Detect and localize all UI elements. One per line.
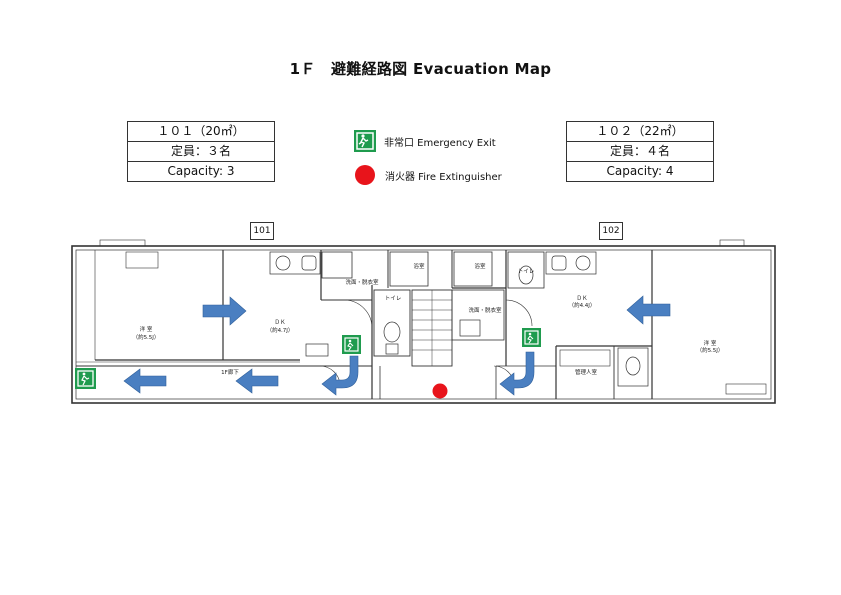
evac-arrow-curve-left — [321, 355, 359, 396]
label-dk-right: ＤＫ — [576, 295, 587, 302]
evac-arrow-right-left-unit — [202, 296, 247, 326]
unit-101-capacity-en: Capacity: 3 — [167, 164, 235, 178]
unit-102-info-box: １０２（22㎡） 定員：４名 Capacity: 4 — [566, 121, 714, 182]
exit-sign-corridor — [75, 368, 96, 389]
label-western-room-right-size: （約5.5J） — [697, 346, 724, 354]
label-bath-right: 浴室 — [474, 262, 486, 270]
label-western-room-left: 洋 室 — [140, 325, 153, 333]
label-corridor: 1F廊下 — [221, 368, 239, 376]
room-tag-102: 102 — [599, 222, 623, 240]
label-dk-right-size: （約4.4J） — [569, 301, 596, 309]
fire-extinguisher-icon — [355, 165, 375, 185]
exit-sign-unit-101 — [342, 335, 361, 354]
unit-101-info-box: １０１（20㎡） 定員：３名 Capacity: 3 — [127, 121, 275, 182]
unit-102-capacity-jp: 定員：４名 — [567, 142, 713, 162]
legend-exit-label: 非常口 Emergency Exit — [384, 137, 496, 149]
label-washroom-left: 洗面・脱衣室 — [345, 278, 379, 286]
unit-101-number: １０１（20㎡） — [128, 122, 274, 142]
evac-arrow-corridor-2 — [235, 368, 279, 394]
fire-extinguisher-marker — [432, 383, 448, 399]
legend-extinguisher-label: 消火器 Fire Extinguisher — [385, 171, 502, 183]
label-management-room: 管理人室 — [575, 368, 598, 376]
emergency-exit-icon — [354, 130, 376, 152]
label-bath-left: 浴室 — [413, 262, 425, 270]
label-dk-left: ＤＫ — [274, 319, 285, 326]
legend-exit: 非常口 Emergency Exit — [354, 130, 496, 152]
building-outline — [71, 245, 776, 404]
unit-102-number: １０２（22㎡） — [567, 122, 713, 142]
label-western-room-left-size: （約5.5J） — [133, 333, 160, 341]
evac-arrow-corridor-1 — [123, 368, 167, 394]
label-toilet-right: トイレ — [518, 269, 535, 275]
unit-101-capacity-jp: 定員：３名 — [128, 142, 274, 162]
page-title: 1Ｆ 避難経路図 Evacuation Map — [289, 60, 552, 78]
label-dk-left-size: （約4.7J） — [267, 326, 294, 334]
unit-102-capacity-en: Capacity: 4 — [606, 164, 674, 178]
label-western-room-right: 洋 室 — [704, 339, 717, 347]
label-washroom-right: 洗面・脱衣室 — [468, 306, 502, 314]
label-toilet-left: トイレ — [385, 296, 402, 302]
evac-arrow-curve-right — [499, 351, 535, 396]
evac-arrow-left-right-unit — [626, 295, 671, 325]
room-tag-101: 101 — [250, 222, 274, 240]
exit-sign-unit-102 — [522, 328, 541, 347]
legend-extinguisher: 消火器 Fire Extinguisher — [355, 165, 502, 185]
